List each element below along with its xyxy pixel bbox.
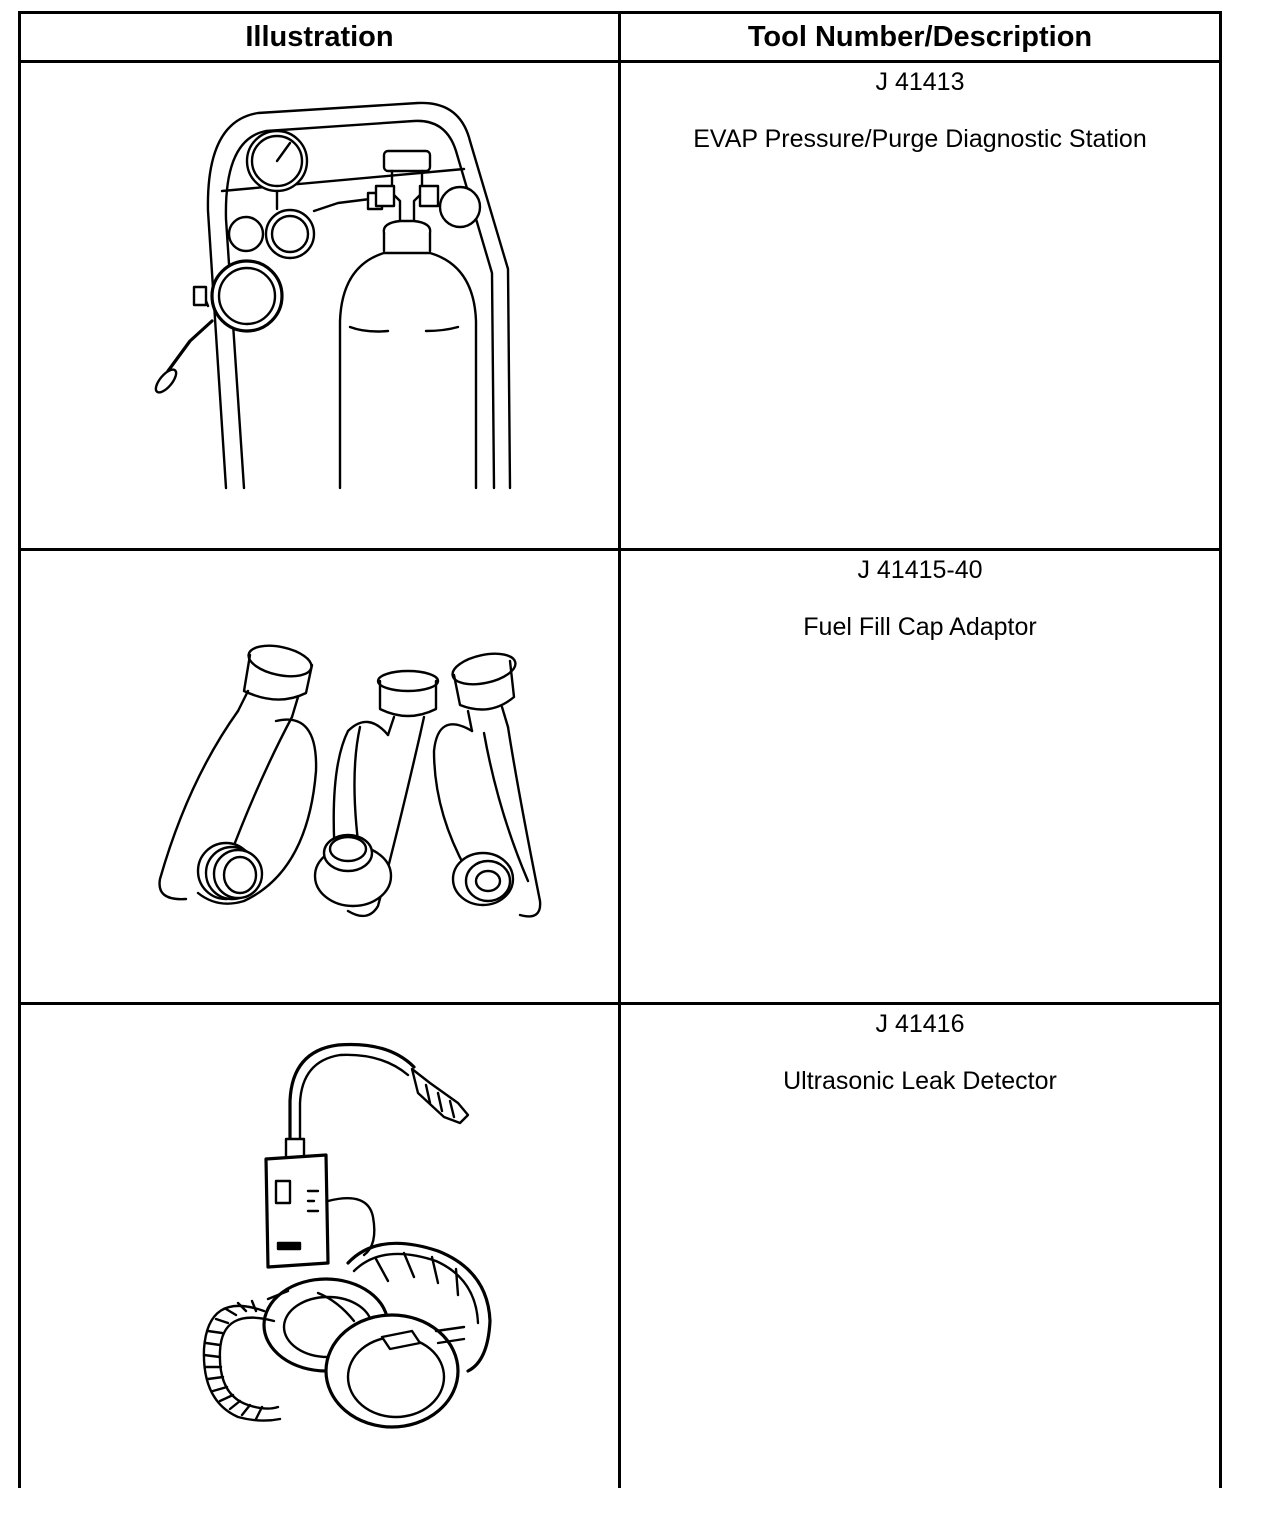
tool-number: J 41415-40 — [857, 556, 983, 584]
table-row: J 41413 EVAP Pressure/Purge Diagnostic S… — [621, 63, 1219, 548]
table-border-left — [18, 11, 21, 1488]
ultrasonic-leak-detector-illustration — [202, 1042, 492, 1429]
header-tool-number-description: Tool Number/Description — [747, 21, 1093, 53]
tool-description: Fuel Fill Cap Adaptor — [803, 613, 1037, 641]
evap-diagnostic-station-illustration — [154, 101, 512, 490]
row-divider-1 — [18, 548, 1222, 551]
tool-description: Ultrasonic Leak Detector — [783, 1067, 1057, 1095]
tool-number: J 41416 — [875, 1010, 965, 1038]
tool-number: J 41413 — [875, 68, 965, 96]
special-tools-table: Illustration Tool Number/Description J 4… — [18, 11, 1222, 1488]
tool-description: EVAP Pressure/Purge Diagnostic Station — [693, 125, 1147, 153]
row-divider-2 — [18, 1002, 1222, 1005]
header-divider — [18, 60, 1222, 63]
header-illustration: Illustration — [245, 21, 394, 53]
table-row: J 41416 Ultrasonic Leak Detector — [621, 1005, 1219, 1488]
column-divider — [618, 11, 621, 1488]
table-row: J 41415-40 Fuel Fill Cap Adaptor — [621, 551, 1219, 1002]
table-border-right — [1219, 11, 1222, 1488]
fuel-fill-cap-adaptor-illustration — [158, 644, 542, 918]
